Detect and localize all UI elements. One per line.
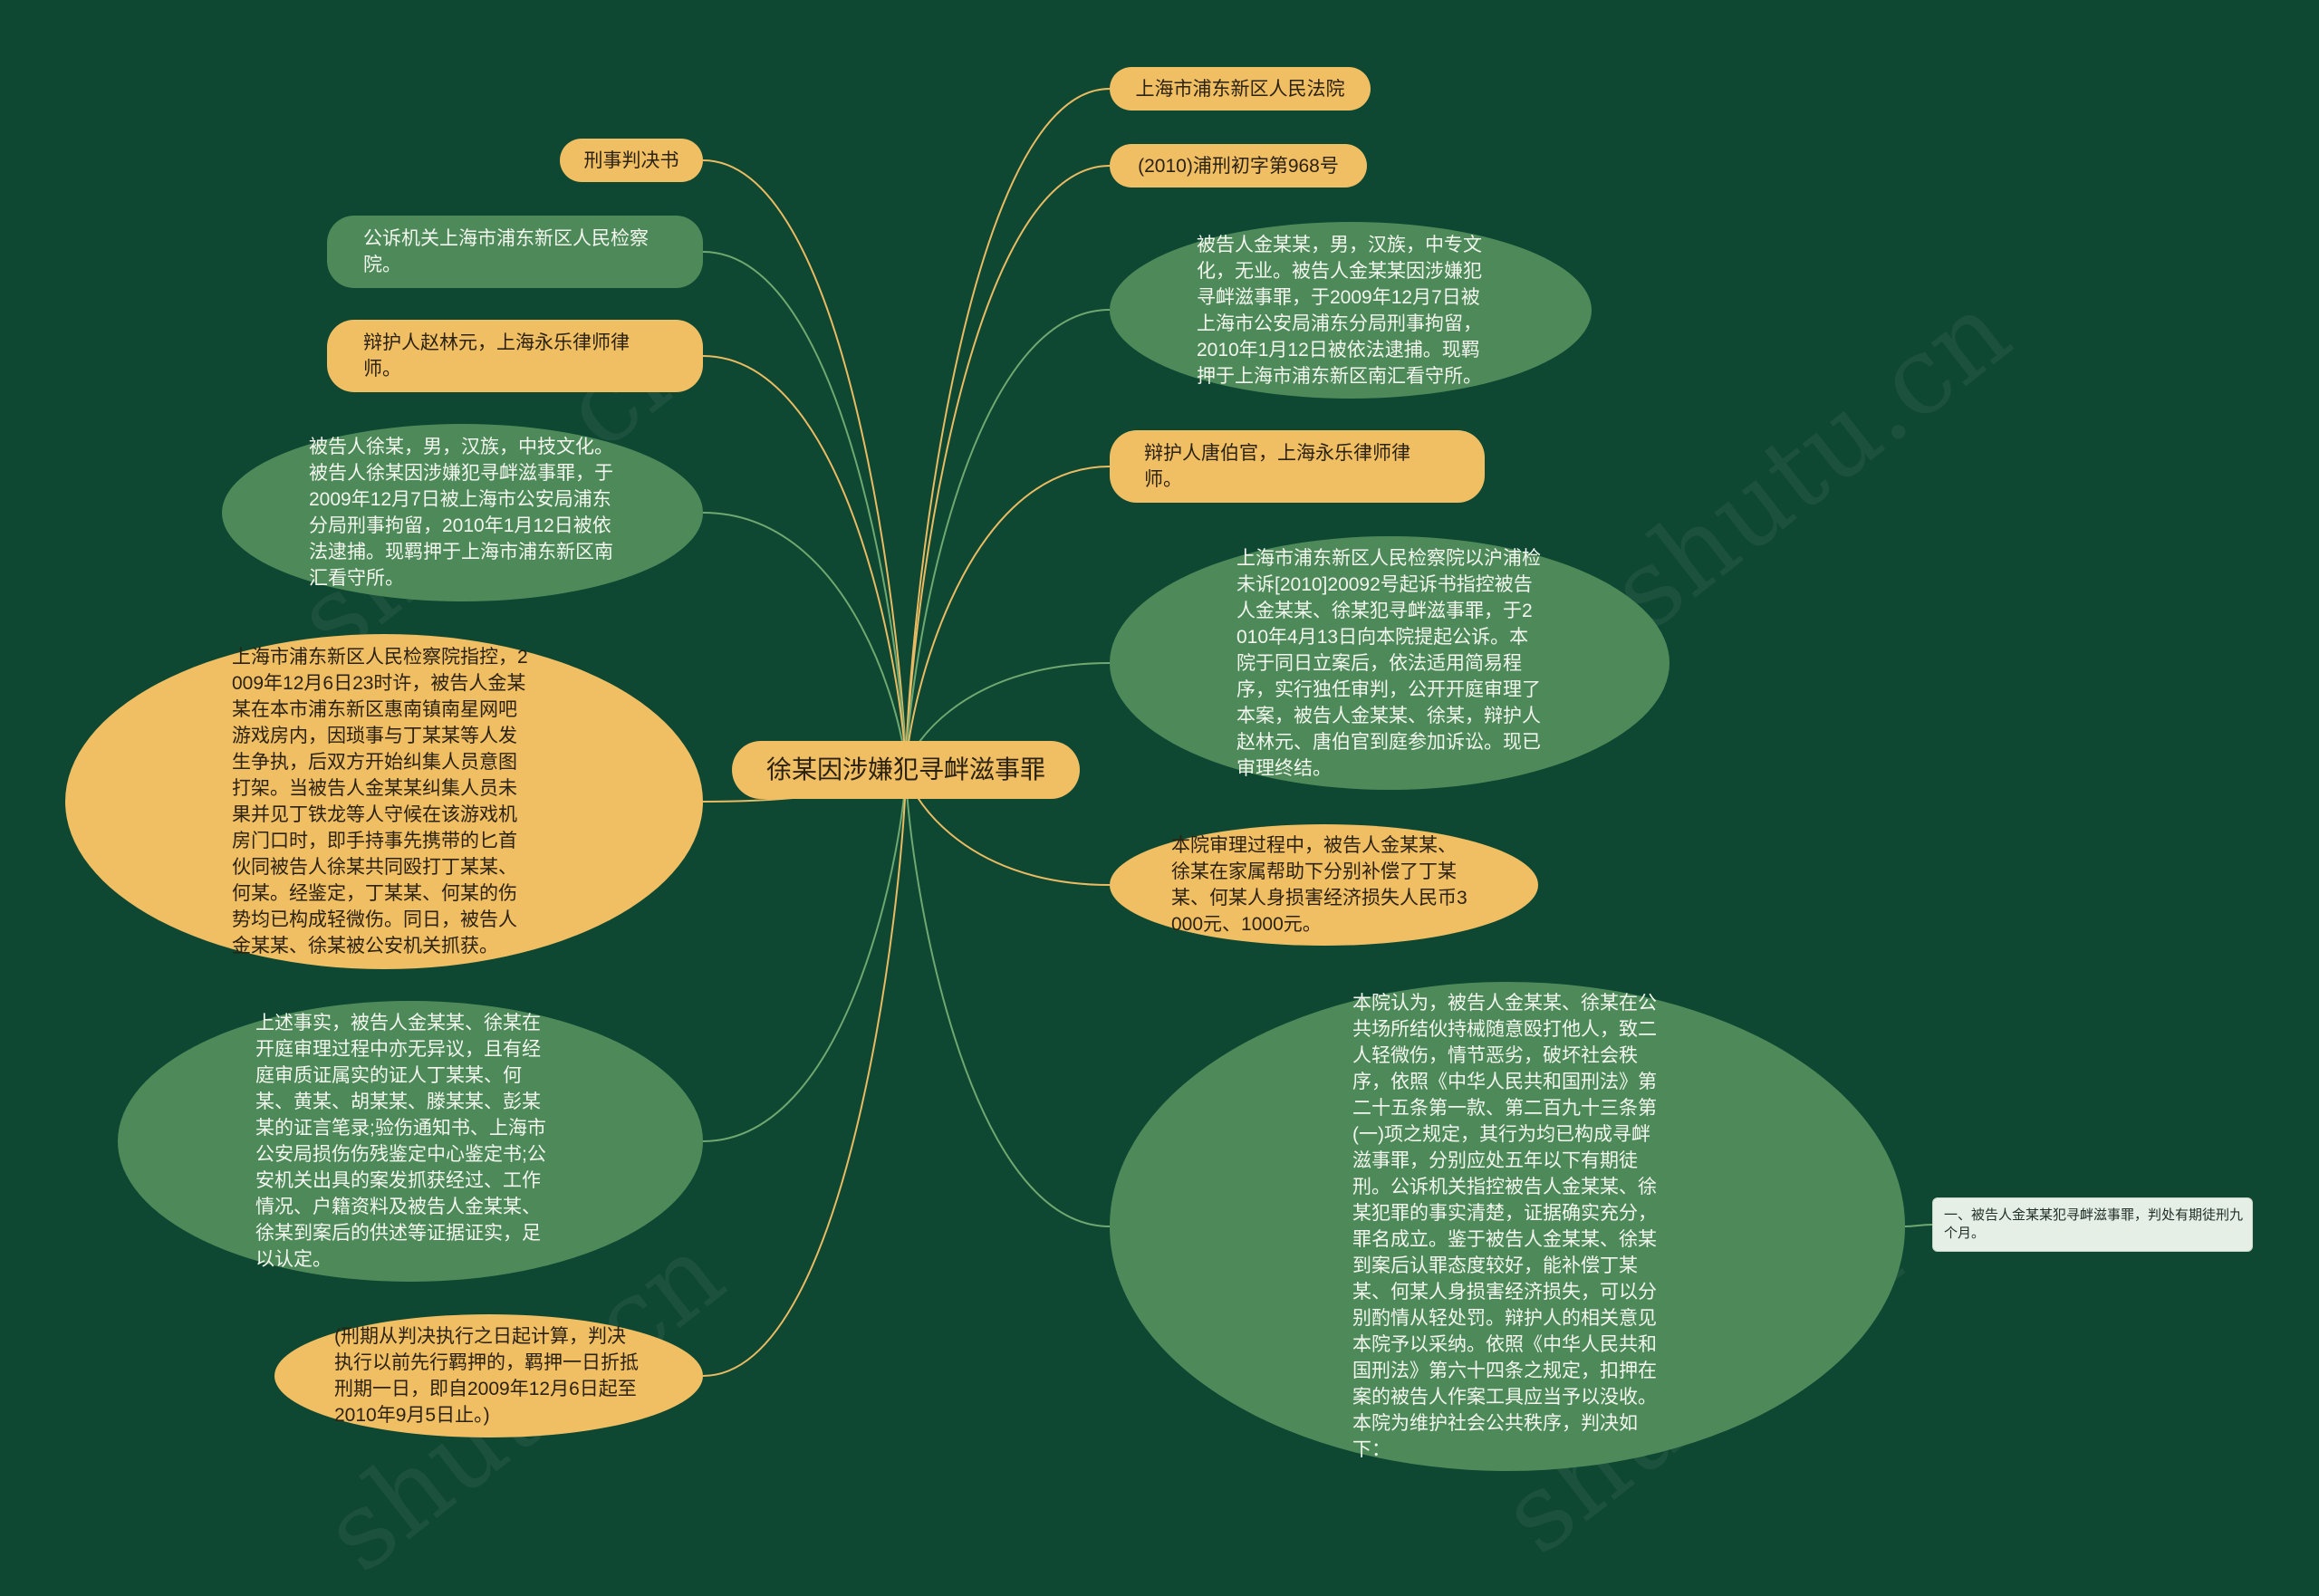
node-public-prosecutor[interactable]: 公诉机关上海市浦东新区人民检察院。 bbox=[327, 216, 703, 288]
link-n_opinion bbox=[905, 769, 1111, 1227]
node-defendant-xu[interactable]: 被告人徐某，男，汉族，中技文化。被告人徐某因涉嫌犯寻衅滋事罪，于2009年12月… bbox=[222, 424, 703, 601]
node-defender-zhao[interactable]: 辩护人赵林元，上海永乐律师律师。 bbox=[327, 320, 703, 392]
central-topic[interactable]: 徐某因涉嫌犯寻衅滋事罪 bbox=[732, 741, 1080, 799]
central-topic-label: 徐某因涉嫌犯寻衅滋事罪 bbox=[765, 755, 1045, 784]
link-n_court bbox=[905, 88, 1111, 771]
node-compensation[interactable]: 本院审理过程中，被告人金某某、徐某在家属帮助下分别补偿了丁某某、何某人身损害经济… bbox=[1110, 824, 1538, 946]
node-defender-tang[interactable]: 辩护人唐伯官，上海永乐律师律师。 bbox=[1110, 430, 1485, 503]
node-label: (刑期从判决执行之日起计算，判决执行以前先行羁押的，羁押一日折抵刑期一日，即自2… bbox=[334, 1326, 639, 1426]
node-judgement-type[interactable]: 刑事判决书 bbox=[560, 139, 703, 182]
node-label: 上海市浦东新区人民检察院以沪浦检未诉[2010]20092号起诉书指控被告人金某… bbox=[1236, 547, 1541, 779]
node-label: 上述事实，被告人金某某、徐某在开庭审理过程中亦无异议，且有经庭审质证属实的证人丁… bbox=[255, 1013, 546, 1270]
link-n_term bbox=[702, 769, 907, 1377]
node-label: (2010)浦刑初字第968号 bbox=[1138, 155, 1339, 177]
node-label: 辩护人唐伯官，上海永乐律师律师。 bbox=[1144, 443, 1410, 490]
node-sentence-term[interactable]: (刑期从判决执行之日起计算，判决执行以前先行羁押的，羁押一日折抵刑期一日，即自2… bbox=[274, 1314, 703, 1437]
node-facts[interactable]: 上述事实，被告人金某某、徐某在开庭审理过程中亦无异议，且有经庭审质证属实的证人丁… bbox=[118, 1001, 703, 1282]
link-n_defender_tang bbox=[905, 466, 1111, 771]
node-court[interactable]: 上海市浦东新区人民法院 bbox=[1110, 67, 1371, 111]
node-label: 刑事判决书 bbox=[583, 149, 679, 171]
node-charge[interactable]: 上海市浦东新区人民检察院指控，2009年12月6日23时许，被告人金某某在本市浦… bbox=[65, 634, 703, 969]
node-label: 被告人金某某，男，汉族，中专文化，无业。被告人金某某因涉嫌犯寻衅滋事罪，于200… bbox=[1197, 234, 1482, 387]
link-n_facts bbox=[702, 769, 907, 1142]
link-n_def_jin bbox=[905, 309, 1111, 771]
node-label: 本院审理过程中，被告人金某某、徐某在家属帮助下分别补偿了丁某某、何某人身损害经济… bbox=[1171, 835, 1467, 935]
link-n_defender_zhao bbox=[702, 355, 907, 771]
node-label: 上海市浦东新区人民检察院指控，2009年12月6日23时许，被告人金某某在本市浦… bbox=[232, 647, 528, 957]
node-defendant-jin[interactable]: 被告人金某某，男，汉族，中专文化，无业。被告人金某某因涉嫌犯寻衅滋事罪，于200… bbox=[1110, 222, 1592, 399]
node-verdict-item[interactable]: 一、被告人金某某犯寻衅滋事罪，判处有期徒刑九个月。 bbox=[1932, 1197, 2253, 1252]
link-n_case_no bbox=[905, 165, 1111, 771]
link-leaf bbox=[1904, 1224, 1933, 1227]
node-label: 本院认为，被告人金某某、徐某在公共场所结伙持械随意殴打他人，致二人轻微伤，情节恶… bbox=[1352, 993, 1657, 1460]
node-label: 上海市浦东新区人民法院 bbox=[1135, 78, 1345, 100]
node-label: 辩护人赵林元，上海永乐律师律师。 bbox=[363, 332, 630, 380]
node-prosecution[interactable]: 上海市浦东新区人民检察院以沪浦检未诉[2010]20092号起诉书指控被告人金某… bbox=[1110, 536, 1669, 790]
node-court-opinion[interactable]: 本院认为，被告人金某某、徐某在公共场所结伙持械随意殴打他人，致二人轻微伤，情节恶… bbox=[1110, 982, 1905, 1471]
link-n_judgement_type bbox=[702, 159, 907, 771]
link-n_def_xu bbox=[702, 512, 907, 771]
link-n_public_prosecutor bbox=[702, 251, 907, 771]
mind-map: shutu.cn shutu.cn shutu.cn shutu.cn 徐某因涉… bbox=[65, 67, 2253, 1596]
node-case-number[interactable]: (2010)浦刑初字第968号 bbox=[1110, 144, 1367, 187]
node-label: 公诉机关上海市浦东新区人民检察院。 bbox=[363, 228, 649, 275]
node-label: 被告人徐某，男，汉族，中技文化。被告人徐某因涉嫌犯寻衅滋事罪，于2009年12月… bbox=[309, 437, 613, 589]
node-label: 一、被告人金某某犯寻衅滋事罪，判处有期徒刑九个月。 bbox=[1944, 1207, 2244, 1241]
